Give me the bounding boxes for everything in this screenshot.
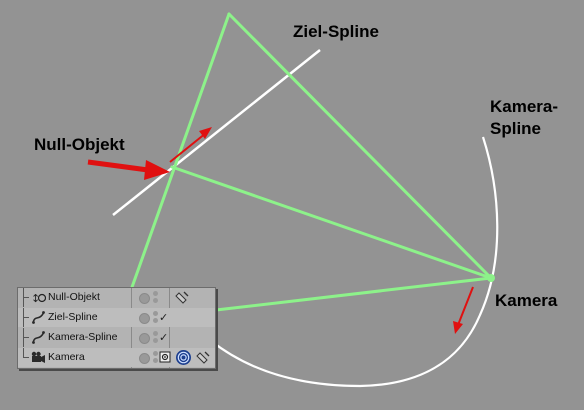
arrow-null-direction [169, 127, 212, 163]
align-to-spline-tag-icon[interactable] [175, 349, 192, 366]
object-row-kamera-spline[interactable]: Kamera-Spline ✓ [18, 328, 215, 347]
target-tag-icon[interactable] [159, 351, 171, 363]
camera-frustum [129, 12, 493, 312]
tree-line [23, 348, 30, 358]
visibility-dot[interactable] [139, 313, 150, 324]
arrow-kamera-direction [453, 286, 474, 334]
spline-icon [32, 331, 45, 344]
render-visibility-dot[interactable] [153, 358, 158, 363]
editor-visibility-dot[interactable] [153, 291, 158, 296]
tree-line [23, 337, 29, 338]
display-tag-icon[interactable] [196, 350, 211, 365]
display-tag-icon[interactable] [175, 290, 190, 305]
kamera-spline-curve [209, 136, 499, 388]
object-name[interactable]: Kamera-Spline [48, 331, 118, 343]
tree-line [23, 357, 29, 358]
kamera-spline-label-line2: Spline [490, 119, 542, 138]
arrow-null-objekt [87, 159, 170, 180]
render-visibility-dot[interactable] [153, 298, 158, 303]
ziel-spline-label: Ziel-Spline [293, 22, 379, 41]
editor-visibility-dot[interactable] [153, 331, 158, 336]
camera-icon [31, 351, 45, 363]
object-manager-panel: ↕ Null-Objekt Ziel-Spline [17, 287, 216, 369]
visibility-dot[interactable] [139, 353, 150, 364]
object-name[interactable]: Ziel-Spline [48, 311, 98, 323]
editor-visibility-dot[interactable] [153, 351, 158, 356]
camera-marker [487, 274, 495, 282]
render-visibility-dot[interactable] [153, 318, 158, 323]
object-name[interactable]: Kamera [48, 351, 85, 363]
column-divider [131, 288, 132, 368]
object-name[interactable]: Null-Objekt [48, 291, 100, 303]
null-object-icon: ↕ [31, 292, 46, 305]
tree-line [23, 317, 29, 318]
ziel-spline-line [112, 49, 321, 216]
spline-icon [32, 311, 45, 324]
enabled-check-icon[interactable]: ✓ [159, 312, 169, 324]
visibility-dot[interactable] [139, 333, 150, 344]
editor-visibility-dot[interactable] [153, 311, 158, 316]
kamera-label: Kamera [495, 291, 558, 310]
enabled-check-icon[interactable]: ✓ [159, 332, 169, 344]
object-row-ziel-spline[interactable]: Ziel-Spline ✓ [18, 308, 215, 327]
render-visibility-dot[interactable] [153, 338, 158, 343]
kamera-spline-label-line1: Kamera- [490, 97, 559, 116]
object-row-null-objekt[interactable]: ↕ Null-Objekt [18, 288, 215, 307]
object-row-kamera[interactable]: Kamera [18, 348, 215, 367]
column-divider [169, 288, 170, 368]
null-objekt-label: Null-Objekt [34, 135, 125, 154]
svg-text:↕: ↕ [31, 292, 40, 305]
tree-line [23, 297, 29, 298]
visibility-dot[interactable] [139, 293, 150, 304]
